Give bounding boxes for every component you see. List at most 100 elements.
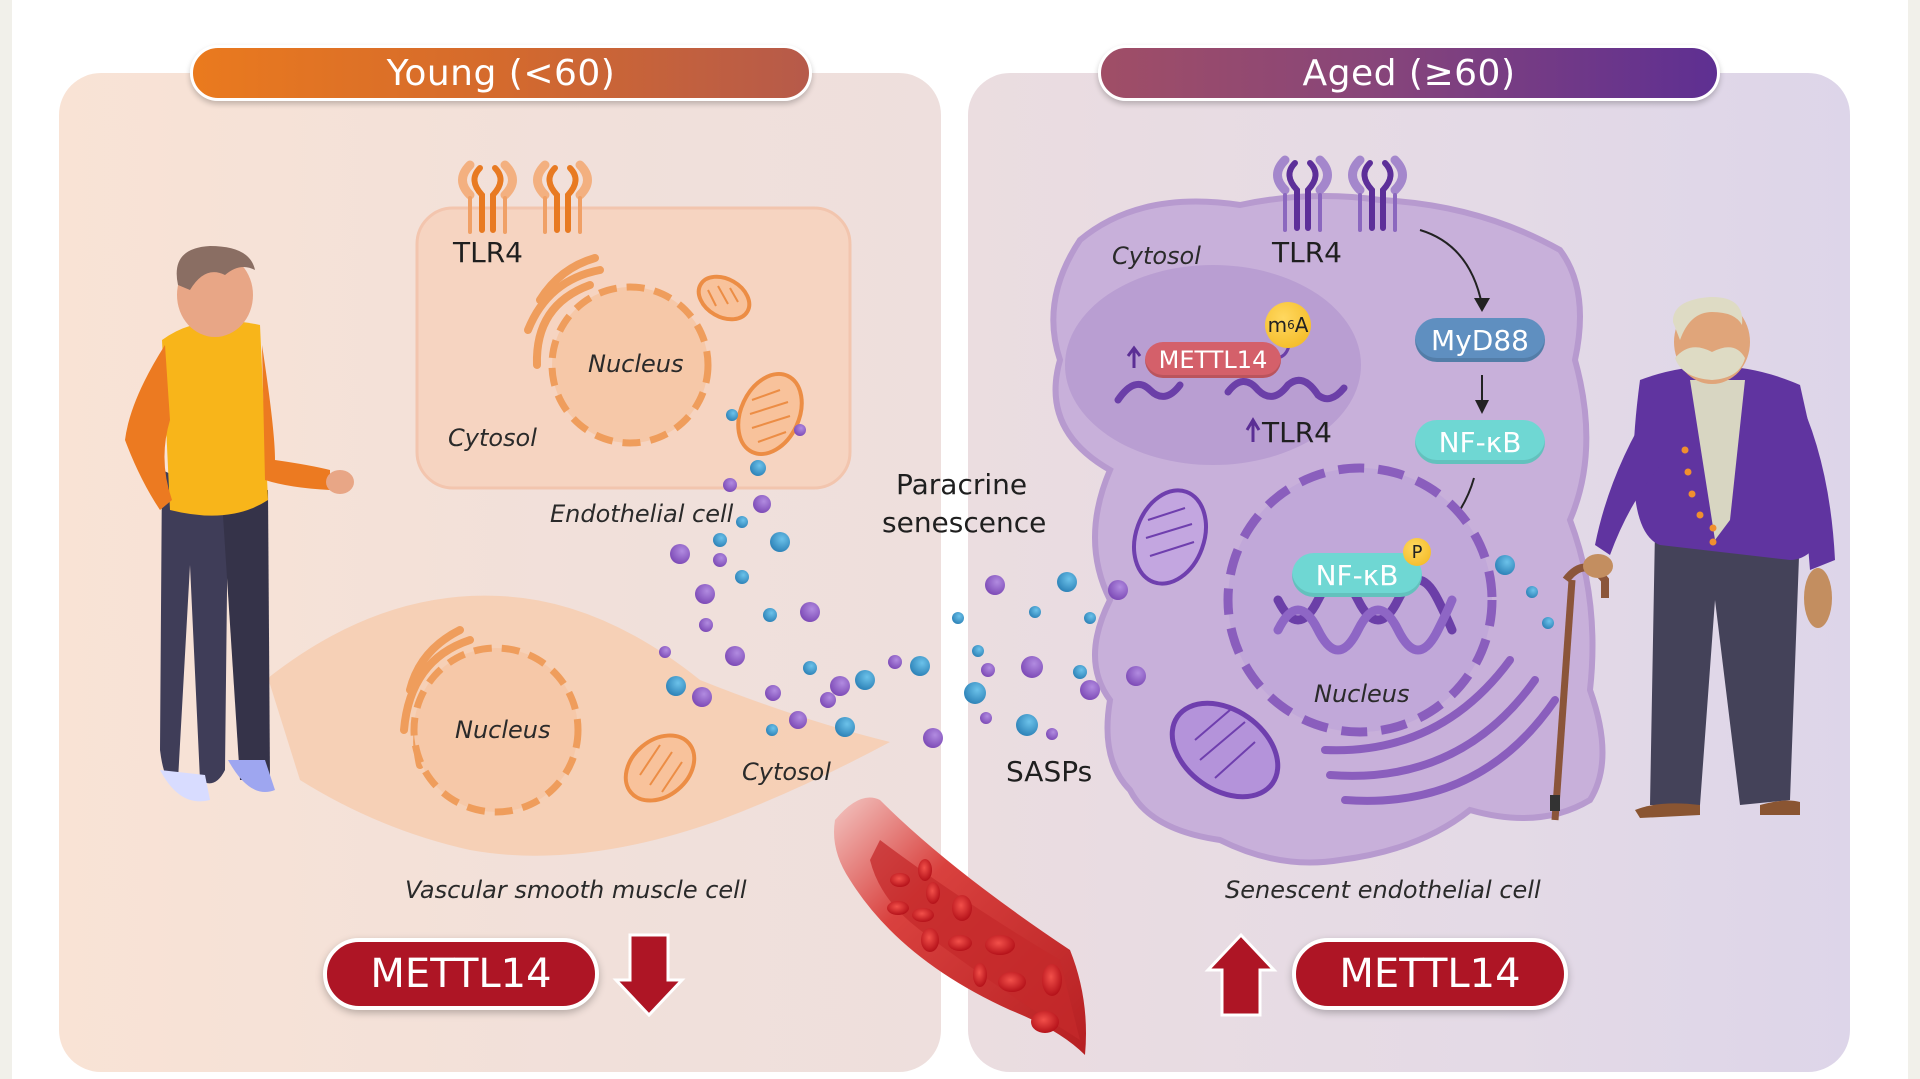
young-endothelial-cell <box>415 160 852 490</box>
sasp-particle-purple <box>980 712 992 724</box>
young-smc-cytosol-label: Cytosol <box>742 758 831 786</box>
sasp-particle-blue <box>770 532 790 552</box>
sasp-particle-purple <box>659 646 671 658</box>
dna-helix-icon <box>1273 575 1457 655</box>
sasp-particle-blue <box>735 570 749 584</box>
young-mettl14-badge: METTL14 <box>323 938 599 1010</box>
sasp-particle-blue <box>835 717 855 737</box>
nfkb-nuclear-pill: NF-κB <box>1292 553 1422 597</box>
m6a-badge-sup: 6 <box>1287 318 1295 332</box>
aged-mettl14-badge: METTL14 <box>1292 938 1568 1010</box>
young-tlr4-label: TLR4 <box>453 236 523 269</box>
sasp-particle-purple <box>1080 680 1100 700</box>
blood-vessel-illustration <box>834 797 1086 1055</box>
sasp-particle-blue <box>803 661 817 675</box>
tlr4-to-myd88-arrow <box>1419 229 1483 306</box>
sasp-particle-purple <box>1108 580 1128 600</box>
sasp-particle-blue <box>1495 555 1515 575</box>
sasp-particle-purple <box>1021 656 1043 678</box>
sasp-particle-purple <box>723 478 737 492</box>
sasp-particle-purple <box>830 676 850 696</box>
sasp-particle-blue <box>713 533 727 547</box>
sasp-particle-purple <box>695 584 715 604</box>
sasps-label: SASPs <box>1006 755 1093 788</box>
aged-person-illustration <box>1550 296 1835 821</box>
tlr4-transcript-label: TLR4 <box>1262 416 1332 449</box>
young-endothelial-nucleus <box>548 283 712 447</box>
sasp-particle-purple <box>789 711 807 729</box>
aged-tlr4-receptor-icon <box>1273 155 1332 232</box>
sasp-particle-purple <box>985 575 1005 595</box>
nfkb-cytosolic-pill: NF-κB <box>1415 420 1545 464</box>
paracrine-label-line1: Paracrine <box>896 468 1028 501</box>
sasp-particle-blue <box>766 724 778 736</box>
sasp-particle-blue <box>1526 586 1538 598</box>
young-mitochondrion <box>736 372 804 456</box>
young-group-banner: Young (<60) <box>190 45 812 101</box>
sasp-particles <box>659 409 1554 748</box>
sasp-particle-purple <box>699 618 713 632</box>
aged-cytosol-label: Cytosol <box>1112 242 1201 270</box>
sasp-particle-purple <box>713 553 727 567</box>
aged-nucleus-label: Nucleus <box>1314 680 1410 708</box>
sasp-particle-purple <box>923 728 943 748</box>
young-endothelial-nucleus-label: Nucleus <box>588 350 684 378</box>
myd88-pill: MyD88 <box>1415 318 1545 362</box>
sasp-particle-purple <box>820 692 836 708</box>
m6a-badge-m: m <box>1267 313 1288 337</box>
senescent-cell-caption: Senescent endothelial cell <box>1225 876 1541 904</box>
aged-mitochondrion <box>1169 700 1281 800</box>
sasp-particle-purple <box>753 495 771 513</box>
sasp-particle-purple <box>725 646 745 666</box>
sasp-particle-blue <box>972 645 984 657</box>
young-person-illustration <box>125 246 354 802</box>
sasp-particle-purple <box>888 655 902 669</box>
young-smc-nucleus-label: Nucleus <box>455 716 551 744</box>
sasp-particle-purple <box>765 685 781 701</box>
sasp-particle-blue <box>1084 612 1096 624</box>
sasp-particle-blue <box>750 460 766 476</box>
tlr4-up-arrow-icon <box>1245 417 1261 442</box>
sasp-particle-blue <box>666 676 686 696</box>
sasp-particle-blue <box>1542 617 1554 629</box>
smooth-muscle-cell-caption: Vascular smooth muscle cell <box>405 876 747 904</box>
sasp-particle-blue <box>736 516 748 528</box>
sasp-particle-blue <box>952 612 964 624</box>
aged-tlr4-receptor-icon <box>1348 155 1407 232</box>
young-tlr4-receptor-icon <box>533 160 592 234</box>
aged-mitochondrion <box>1132 488 1208 586</box>
endothelial-cell-caption: Endothelial cell <box>550 500 734 528</box>
aged-group-banner: Aged (≥60) <box>1098 45 1720 101</box>
young-endoplasmic-reticulum <box>524 254 604 369</box>
aged-mettl14-pill: METTL14 <box>1145 342 1281 378</box>
tlr4-mrna-strand <box>1114 376 1348 404</box>
sasp-particle-blue <box>726 409 738 421</box>
sasp-particle-blue <box>1073 665 1087 679</box>
sasp-particle-purple <box>670 544 690 564</box>
phosphorylation-badge: P <box>1403 538 1431 566</box>
sasp-particle-blue <box>1057 572 1077 592</box>
young-endothelial-cytosol-label: Cytosol <box>448 424 537 452</box>
sasp-particle-purple <box>794 424 806 436</box>
sasp-particle-purple <box>1046 728 1058 740</box>
aged-tlr4-label: TLR4 <box>1272 236 1342 269</box>
mettl14-down-arrow-icon <box>612 933 686 1018</box>
m6a-badge-a: A <box>1294 313 1309 337</box>
sasp-particle-purple <box>1126 666 1146 686</box>
mettl14-up-arrow-icon <box>1126 345 1142 368</box>
sasp-particle-blue <box>1016 714 1038 736</box>
sasp-particle-blue <box>964 682 986 704</box>
sasp-particle-blue <box>763 608 777 622</box>
young-smc-nucleus <box>410 644 582 816</box>
paracrine-label-line2: senescence <box>882 506 1047 539</box>
sasp-particle-blue <box>910 656 930 676</box>
sasp-particle-purple <box>981 663 995 677</box>
young-tlr4-receptor-icon <box>458 160 517 234</box>
sasp-particle-purple <box>800 602 820 622</box>
young-smooth-muscle-cell <box>268 595 890 856</box>
young-smc-mitochondrion <box>623 733 697 803</box>
sasp-particle-blue <box>855 670 875 690</box>
mettl14-up-arrow-icon <box>1204 932 1278 1017</box>
